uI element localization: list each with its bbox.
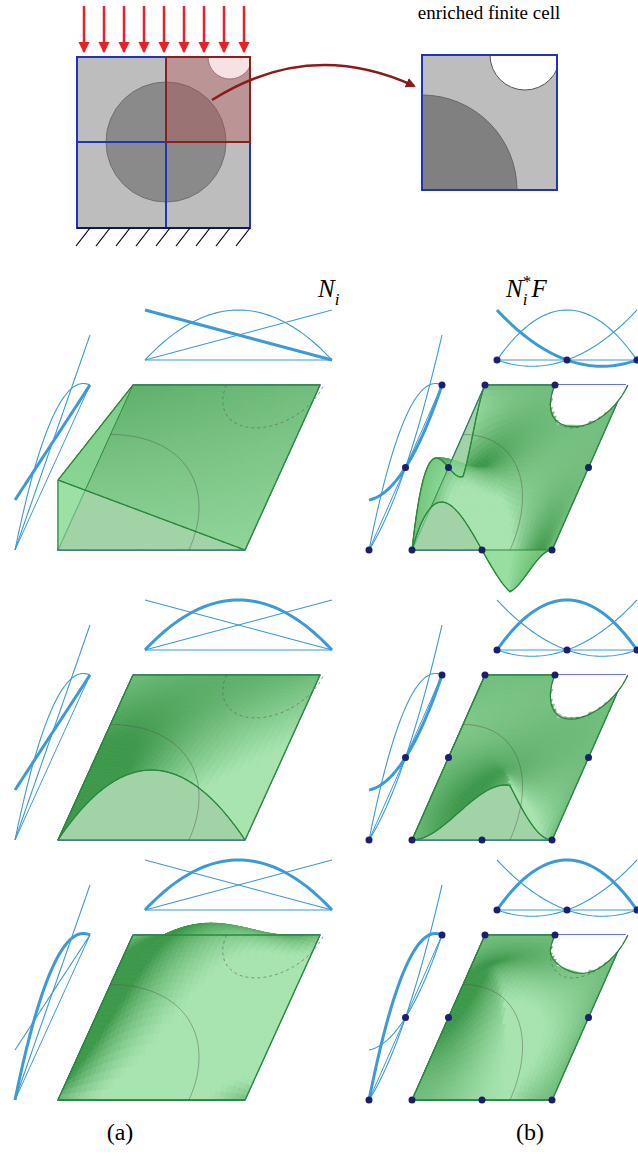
figure-part — [176, 228, 190, 246]
figure-part — [196, 228, 210, 246]
figure-part — [96, 228, 110, 246]
domain — [77, 35, 252, 228]
shape-function-plot — [15, 310, 332, 550]
figure-part — [116, 228, 130, 246]
figure-part — [236, 228, 250, 246]
shape-function-plot — [15, 600, 332, 840]
basis-1d-plot — [145, 310, 332, 360]
figure-part — [76, 228, 90, 246]
figure-part — [77, 35, 252, 228]
figure-part — [156, 228, 170, 246]
support-hatching — [76, 228, 250, 246]
figure-part — [327, 20, 560, 285]
enriched-cell — [327, 20, 560, 285]
load-arrows — [84, 6, 244, 52]
figure-part — [216, 228, 230, 246]
figure-part — [136, 228, 150, 246]
